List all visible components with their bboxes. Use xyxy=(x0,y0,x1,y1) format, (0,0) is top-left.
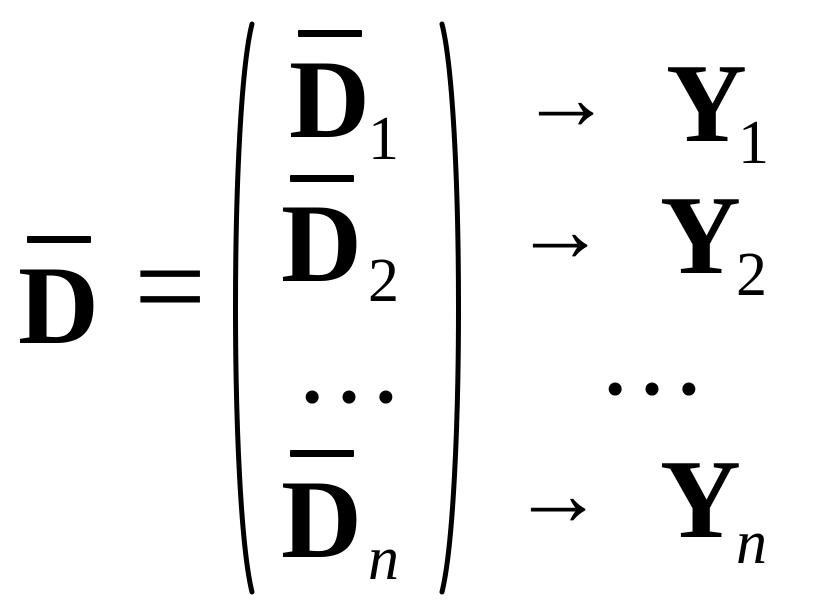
row2-right-subscript: 2 xyxy=(736,241,767,309)
row1-right-subscript: 1 xyxy=(738,109,769,177)
row1-left-subscript: 1 xyxy=(368,105,399,173)
row3-left-ellipsis: … xyxy=(294,304,404,426)
row2-left-subscript: 2 xyxy=(368,247,399,315)
row2-arrow: → xyxy=(514,179,606,281)
lhs-overbar xyxy=(27,236,91,243)
row4-left-subscript: n xyxy=(368,525,399,593)
row4-arrow: → xyxy=(512,443,604,545)
lhs-symbol: D xyxy=(18,244,99,368)
right-parenthesis xyxy=(439,21,461,595)
row1-left-symbol: D xyxy=(289,38,370,162)
row4-left-symbol: D xyxy=(281,458,362,582)
row2-left-symbol: D xyxy=(281,182,362,306)
row4-right-subscript: n xyxy=(736,509,767,577)
row1-right-symbol: Y xyxy=(666,42,747,166)
row4-right-symbol: Y xyxy=(660,438,741,562)
row2-right-symbol: Y xyxy=(660,174,741,298)
row1-arrow: → xyxy=(520,47,612,149)
row1-left-overbar xyxy=(298,30,362,37)
left-parenthesis xyxy=(233,21,255,595)
row4-left-overbar xyxy=(290,450,354,457)
equals-sign: = xyxy=(134,215,207,357)
row2-left-overbar xyxy=(290,175,354,182)
row3-right-ellipsis: … xyxy=(597,296,707,418)
